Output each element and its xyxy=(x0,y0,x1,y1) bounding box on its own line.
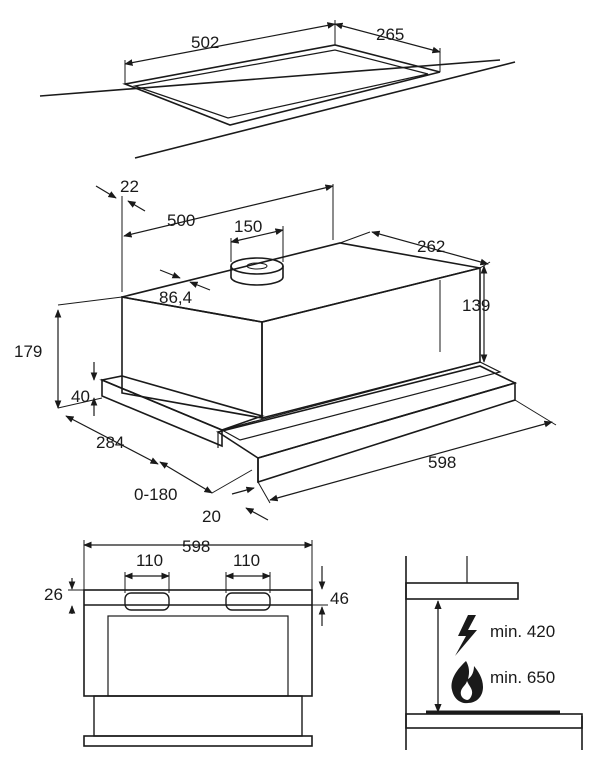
top-view: 502 265 xyxy=(39,20,516,159)
lightning-icon xyxy=(455,615,477,656)
flame-icon xyxy=(451,661,483,704)
front-lip xyxy=(83,735,313,747)
label-outlet: 150 xyxy=(234,217,262,236)
box-side xyxy=(261,266,481,420)
front-body xyxy=(83,589,313,697)
label-pull-out: 0-180 xyxy=(134,485,177,504)
dim-pull-out xyxy=(159,461,213,494)
front-view: 110 110 598 26 46 xyxy=(44,537,349,747)
drawer-front xyxy=(257,381,516,484)
outlet-body xyxy=(230,266,284,286)
front-panel xyxy=(107,615,289,697)
install-view: min. 420 min. 650 xyxy=(405,556,583,750)
label-slot-right: 110 xyxy=(233,551,260,570)
dim-box-width xyxy=(123,184,334,238)
dim-box-depth xyxy=(371,230,489,266)
outlet-top xyxy=(230,257,284,275)
label-min-electric: min. 420 xyxy=(490,622,555,641)
dim-top-depth xyxy=(334,22,441,54)
label-front-width: 598 xyxy=(182,537,210,556)
dim-depth xyxy=(65,415,159,465)
label-front-thickness: 20 xyxy=(202,507,221,526)
front-drawer xyxy=(93,695,303,737)
hob xyxy=(405,713,583,729)
vent-slot-right xyxy=(225,592,271,611)
label-offset-top: 22 xyxy=(120,177,139,196)
hood-shelf xyxy=(405,582,519,600)
label-min-gas: min. 650 xyxy=(490,668,555,687)
label-total-height: 179 xyxy=(14,342,42,361)
dim-top-width xyxy=(124,22,336,66)
label-total-width: 598 xyxy=(428,453,456,472)
vent-slot-left xyxy=(124,592,170,611)
label-right-offset: 46 xyxy=(330,589,349,608)
worktop-edge-back xyxy=(39,59,501,97)
dim-outlet xyxy=(230,228,284,244)
label-slot-left: 110 xyxy=(136,551,163,570)
label-box-width: 500 xyxy=(167,211,195,230)
label-box-depth: 262 xyxy=(417,237,445,256)
frame-front xyxy=(101,378,223,448)
label-top-offset: 26 xyxy=(44,585,63,604)
label-outlet-offset: 86,4 xyxy=(159,288,192,307)
label-depth: 284 xyxy=(96,433,124,452)
dim-total-width xyxy=(269,420,553,502)
cutout-inner xyxy=(132,49,429,119)
worktop-edge-front xyxy=(134,61,516,159)
label-frame-height: 40 xyxy=(71,387,90,406)
label-box-height: 139 xyxy=(462,296,490,315)
iso-view: 22 500 150 262 86,4 139 179 40 284 xyxy=(14,177,557,526)
box-front xyxy=(121,296,263,419)
label-top-width: 502 xyxy=(191,33,219,52)
label-top-depth: 265 xyxy=(376,25,404,44)
